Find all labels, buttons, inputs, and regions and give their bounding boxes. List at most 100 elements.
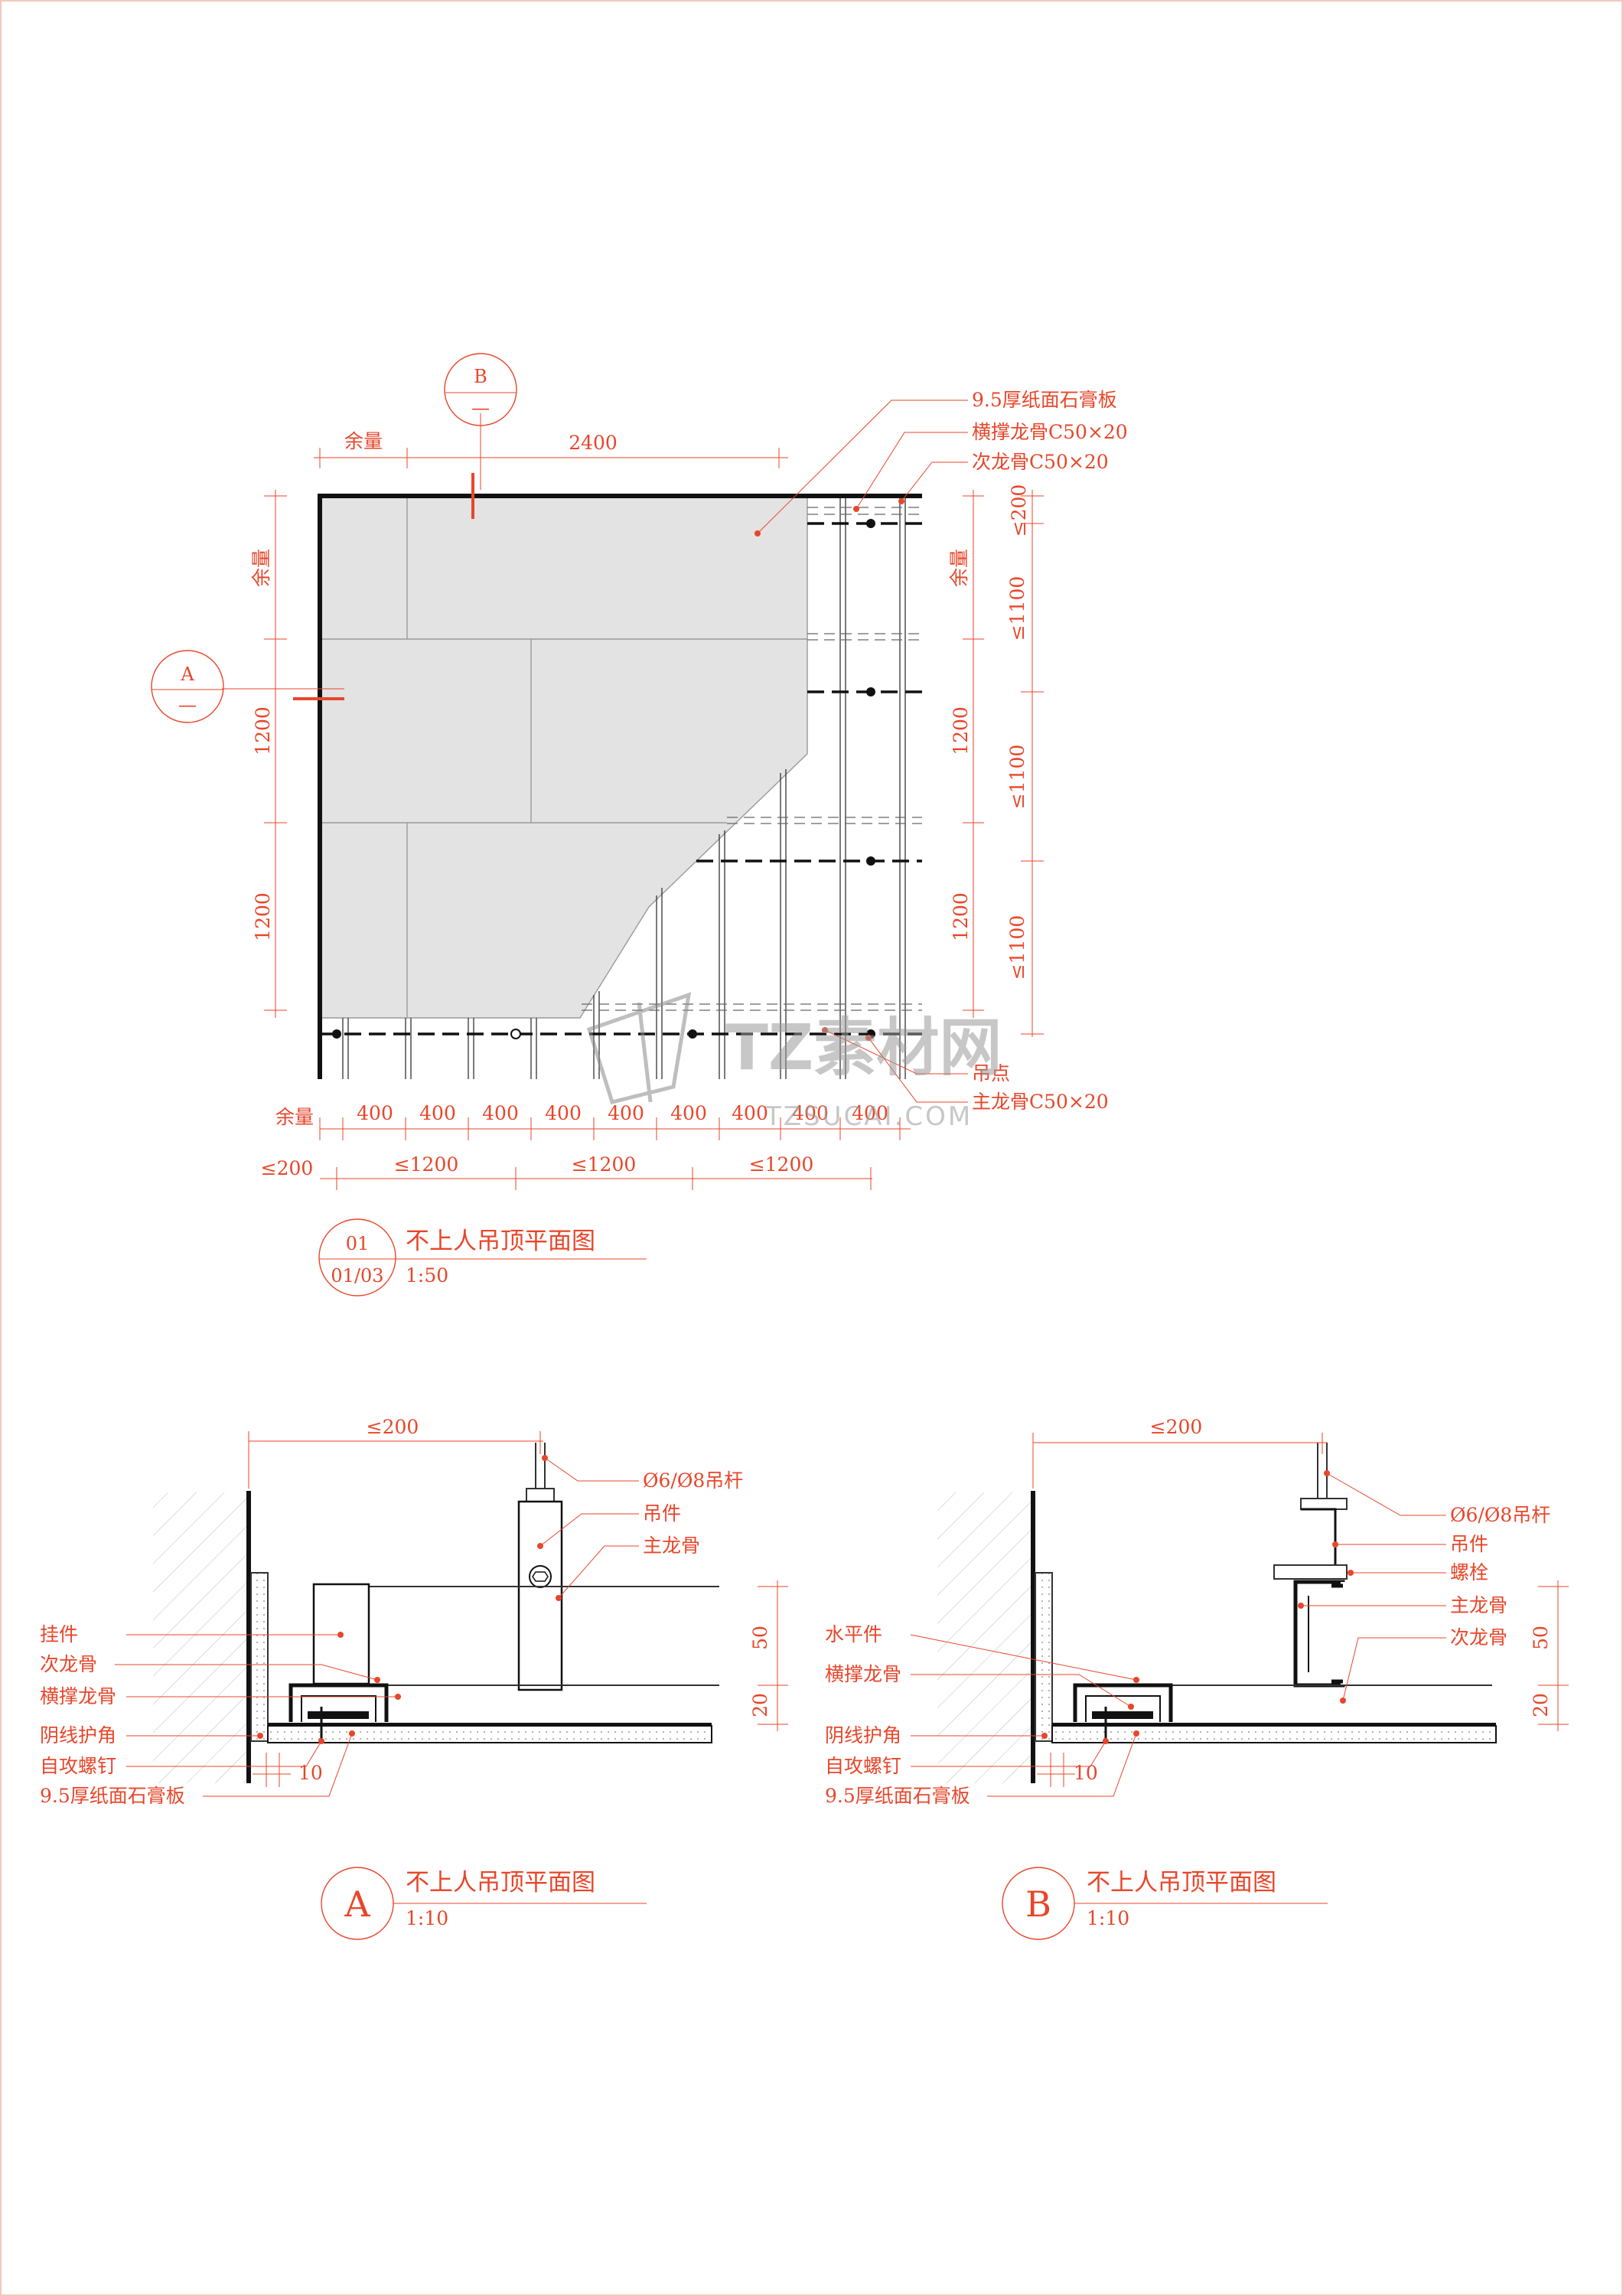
detail-b-label-gypsum: 9.5厚纸面石膏板 bbox=[825, 1785, 970, 1807]
section-mark-a: A — bbox=[151, 650, 224, 723]
gypsum-board-area bbox=[319, 495, 808, 1019]
dim-bottom-hanger-3: ≤1200 bbox=[749, 1153, 814, 1176]
detail-a: ≤200 50 20 10 Ø6/Ø8吊杆 吊件 主龙骨 bbox=[40, 1416, 788, 1940]
dim-bottom-edge: ≤200 bbox=[261, 1157, 314, 1179]
detail-b-dim-50: 50 bbox=[1530, 1626, 1552, 1650]
dim-right-2: 1200 bbox=[950, 892, 972, 941]
leader-hanger-point: 吊点 bbox=[972, 1062, 1010, 1084]
leader-secondary-keel: 次龙骨C50×20 bbox=[972, 451, 1109, 473]
dim-bottom-400-6: 400 bbox=[670, 1102, 707, 1124]
section-mark-a-sheet: — bbox=[178, 694, 197, 716]
detail-b-title-letter: B bbox=[1025, 1883, 1051, 1925]
leader-main-keel: 主龙骨C50×20 bbox=[972, 1091, 1109, 1113]
wall-edge bbox=[318, 494, 922, 1079]
dim-top: 余量 2400 bbox=[314, 430, 788, 468]
dim-top-span: 2400 bbox=[569, 432, 618, 454]
section-mark-b-sheet: — bbox=[471, 397, 490, 419]
section-mark-b-letter: B bbox=[474, 366, 487, 387]
dim-far-right-3: ≤1100 bbox=[1006, 915, 1028, 980]
watermark-url: TZSUCAI.COM bbox=[764, 1101, 973, 1132]
dim-far-right-top: ≤200 bbox=[1008, 484, 1030, 537]
dim-bottom-hanger-2: ≤1200 bbox=[572, 1153, 637, 1176]
detail-b-gypsum-board bbox=[1051, 1725, 1497, 1743]
dim-left-1: 1200 bbox=[252, 706, 274, 755]
plan-title-scale: 1:50 bbox=[406, 1264, 448, 1287]
dim-bottom-hanger-1: ≤1200 bbox=[394, 1153, 459, 1176]
detail-a-label-rod: Ø6/Ø8吊杆 bbox=[643, 1469, 743, 1492]
watermark-logo: TZ素材网 bbox=[725, 1012, 1002, 1084]
detail-b-label-cross-brace: 横撑龙骨 bbox=[825, 1663, 901, 1685]
detail-a-top-dim: ≤200 bbox=[367, 1416, 419, 1438]
dim-bottom-400-1: 400 bbox=[357, 1102, 393, 1124]
section-mark-a-letter: A bbox=[180, 664, 194, 685]
detail-a-title-scale: 1:10 bbox=[406, 1907, 448, 1929]
detail-a-title-letter: A bbox=[344, 1883, 370, 1925]
dim-far-right: ≤200 ≤1100 ≤1100 ≤1100 bbox=[1006, 484, 1044, 1037]
dim-right-1: 1200 bbox=[950, 706, 972, 755]
dim-right-margin: 余量 bbox=[948, 549, 970, 587]
dim-bottom-400-5: 400 bbox=[608, 1102, 644, 1124]
dim-far-right-2: ≤1100 bbox=[1006, 745, 1028, 810]
plan-title-name: 不上人吊顶平面图 bbox=[406, 1228, 595, 1255]
detail-b-label-secondary-keel: 次龙骨 bbox=[1450, 1626, 1507, 1649]
detail-a-label-cross-brace: 横撑龙骨 bbox=[40, 1685, 116, 1707]
detail-b-label-bolt: 螺栓 bbox=[1450, 1561, 1488, 1583]
dim-left-2: 1200 bbox=[252, 892, 274, 941]
dim-bottom-400-9: 400 bbox=[852, 1102, 888, 1124]
detail-a-gypsum-board bbox=[267, 1725, 712, 1743]
detail-b-title-name: 不上人吊顶平面图 bbox=[1087, 1869, 1276, 1896]
dim-right: 余量 1200 1200 bbox=[948, 490, 984, 1018]
watermark-logo-mark bbox=[586, 992, 692, 1104]
detail-a-bottom-dim: 10 bbox=[298, 1762, 323, 1784]
detail-b-dim-20: 20 bbox=[1530, 1693, 1552, 1717]
plan-title-sheet: 01/03 bbox=[331, 1265, 383, 1287]
detail-b-title-scale: 1:10 bbox=[1087, 1907, 1129, 1929]
detail-b-bottom-dim: 10 bbox=[1074, 1762, 1098, 1784]
detail-b-label-level-piece: 水平件 bbox=[825, 1623, 882, 1645]
dim-left: 余量 1200 1200 bbox=[250, 490, 287, 1018]
dim-bottom-400-7: 400 bbox=[732, 1102, 768, 1124]
detail-a-label-main-keel: 主龙骨 bbox=[643, 1534, 700, 1557]
detail-a-label-secondary-keel: 次龙骨 bbox=[40, 1653, 97, 1675]
ceiling-plan: B — A — 9.5厚纸面石膏板 横撑龙骨C50×20 次龙骨C50×20 吊… bbox=[151, 353, 1128, 1296]
plan-title-block: 01 01/03 不上人吊顶平面图 1:50 bbox=[318, 1218, 647, 1296]
detail-a-hanger bbox=[517, 1500, 563, 1691]
detail-b-label-main-keel: 主龙骨 bbox=[1450, 1594, 1507, 1616]
dim-bottom-400-8: 400 bbox=[792, 1102, 829, 1124]
hanger-points bbox=[332, 519, 875, 1039]
leader-gypsum-board: 9.5厚纸面石膏板 bbox=[972, 389, 1117, 411]
board-joints bbox=[320, 496, 807, 1018]
watermark: TZ素材网 TZSUCAI.COM bbox=[586, 992, 1002, 1132]
secondary-keels bbox=[342, 496, 906, 1079]
detail-b-label-rod: Ø6/Ø8吊杆 bbox=[1450, 1504, 1550, 1526]
detail-a-label-corner-guard: 阴线护角 bbox=[40, 1724, 116, 1746]
plan-leaders: 9.5厚纸面石膏板 横撑龙骨C50×20 次龙骨C50×20 吊点 主龙骨C50… bbox=[754, 389, 1128, 1113]
detail-a-label-clip: 挂件 bbox=[40, 1623, 78, 1645]
detail-b-label-corner-guard: 阴线护角 bbox=[825, 1724, 901, 1746]
detail-b-top-dim: ≤200 bbox=[1150, 1416, 1203, 1438]
dim-bottom-400-3: 400 bbox=[482, 1102, 519, 1124]
main-keels bbox=[320, 522, 922, 1035]
detail-a-wall bbox=[153, 1492, 246, 1783]
dim-left-margin: 余量 bbox=[250, 549, 272, 587]
dim-top-margin: 余量 bbox=[344, 430, 383, 452]
detail-a-label-gypsum: 9.5厚纸面石膏板 bbox=[40, 1785, 185, 1807]
section-cuts bbox=[293, 473, 474, 700]
detail-a-dim-50: 50 bbox=[749, 1626, 771, 1650]
dim-bottom-400-4: 400 bbox=[545, 1102, 582, 1124]
detail-b-label-hanger: 吊件 bbox=[1450, 1533, 1488, 1555]
detail-a-label-hanger: 吊件 bbox=[643, 1502, 681, 1525]
dim-bottom: 余量 400 400 400 400 400 400 400 400 400 ≤… bbox=[261, 1102, 911, 1190]
dim-far-right-1: ≤1100 bbox=[1006, 576, 1028, 641]
detail-b-label-screw: 自攻螺钉 bbox=[825, 1755, 901, 1777]
detail-b-main-keel bbox=[1293, 1580, 1345, 1688]
plan-title-number: 01 bbox=[346, 1233, 370, 1254]
leader-cross-brace: 横撑龙骨C50×20 bbox=[972, 421, 1128, 443]
detail-a-label-screw: 自攻螺钉 bbox=[40, 1755, 116, 1777]
dim-bottom-400-2: 400 bbox=[419, 1102, 456, 1124]
detail-a-title-name: 不上人吊顶平面图 bbox=[406, 1869, 595, 1896]
detail-b: ≤200 50 20 10 Ø6/Ø8吊杆 吊件 螺栓 主龙骨 次龙骨 bbox=[825, 1416, 1569, 1940]
dim-bottom-margin: 余量 bbox=[275, 1106, 314, 1128]
